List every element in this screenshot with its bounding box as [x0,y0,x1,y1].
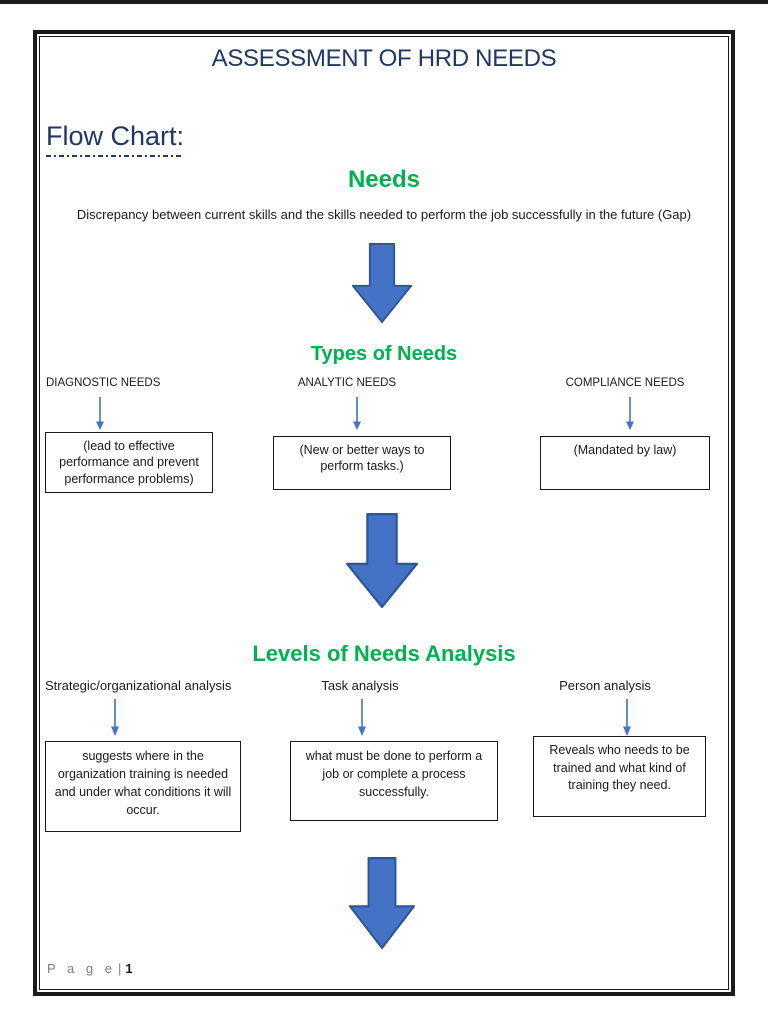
dash-dot-underline [46,155,185,157]
analytic-needs-box: (New or better ways to perform tasks.) [273,436,451,490]
label-strategic-analysis: Strategic/organizational analysis [45,678,232,693]
flow-chart-heading-text: Flow Chart: [46,121,185,151]
needs-title: Needs [347,166,421,193]
types-of-needs-title: Types of Needs [310,343,458,365]
viewer-top-bar [0,0,768,4]
task-analysis-box: what must be done to perform a job or co… [290,741,498,821]
person-analysis-box: Reveals who needs to be trained and what… [533,736,706,817]
label-task-analysis: Task analysis [321,678,399,693]
label-diagnostic-needs: DIAGNOSTIC NEEDS [46,377,161,389]
label-analytic-needs: ANALYTIC NEEDS [297,377,397,389]
small-down-arrow-icon [111,699,119,736]
page-border-inner: ASSESSMENT OF HRD NEEDS Flow Chart: Need… [39,36,729,990]
label-person-analysis: Person analysis [559,678,651,693]
strategic-analysis-box: suggests where in the organization train… [45,741,241,832]
down-arrow-icon [352,243,412,323]
needs-description: Discrepancy between current skills and t… [76,207,692,222]
small-down-arrow-icon [358,699,366,736]
small-down-arrow-icon [96,397,104,431]
page-title: ASSESSMENT OF HRD NEEDS [211,45,557,72]
small-down-arrow-icon [626,397,634,431]
diagnostic-needs-box: (lead to effective performance and preve… [45,432,213,493]
footer-separator: | [117,961,122,976]
label-compliance-needs: COMPLIANCE NEEDS [565,377,685,389]
small-down-arrow-icon [623,699,631,736]
down-arrow-icon [346,513,418,608]
footer-page-label: P a g e [47,961,116,976]
footer-page-number: 1 [125,961,133,976]
compliance-needs-box: (Mandated by law) [540,436,710,490]
flow-chart-heading: Flow Chart: [46,121,185,157]
page-footer: P a g e|1 [47,961,133,976]
document-page: ASSESSMENT OF HRD NEEDS Flow Chart: Need… [33,30,735,996]
down-arrow-icon [349,857,415,949]
levels-of-needs-title: Levels of Needs Analysis [252,641,516,666]
small-down-arrow-icon [353,397,361,431]
